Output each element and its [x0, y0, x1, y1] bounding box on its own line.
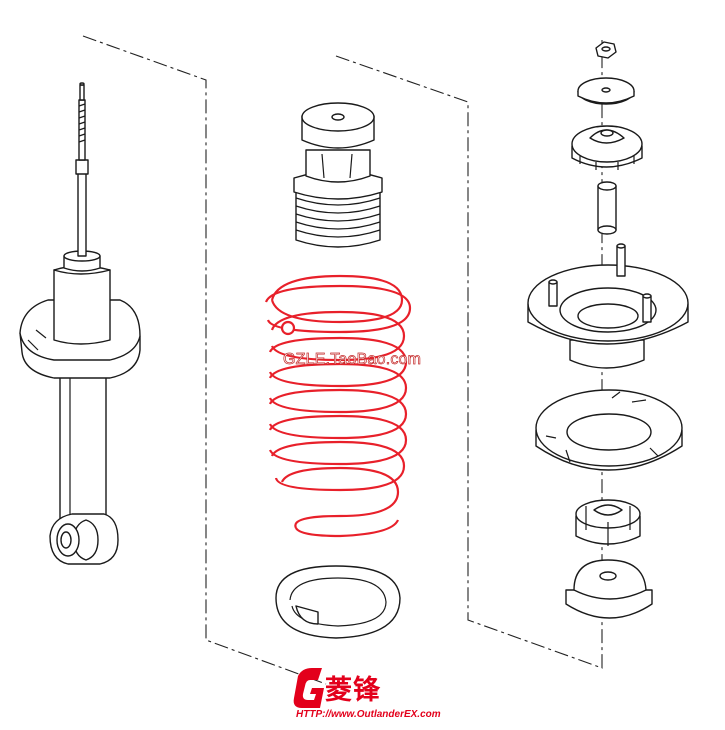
bump-stop-dust-boot — [293, 102, 383, 248]
brand-logo-emblem — [293, 668, 324, 708]
lower-spring-pad — [275, 565, 401, 639]
lower-cap — [565, 559, 653, 619]
watermark-text: GZLE.TaoBao.com — [283, 351, 422, 369]
upper-bushing — [571, 125, 643, 170]
top-nut — [595, 41, 617, 59]
collar — [597, 181, 617, 235]
brand-url: HTTP://www.OutlanderEX.com — [296, 709, 441, 720]
strut-mount — [527, 243, 689, 369]
upper-spring-seat — [535, 389, 683, 471]
brand-name: 菱锋 — [325, 675, 381, 706]
coil-spring — [264, 274, 412, 538]
lower-bump-block — [575, 499, 641, 546]
upper-washer — [577, 77, 635, 105]
shock-absorber — [19, 82, 141, 565]
